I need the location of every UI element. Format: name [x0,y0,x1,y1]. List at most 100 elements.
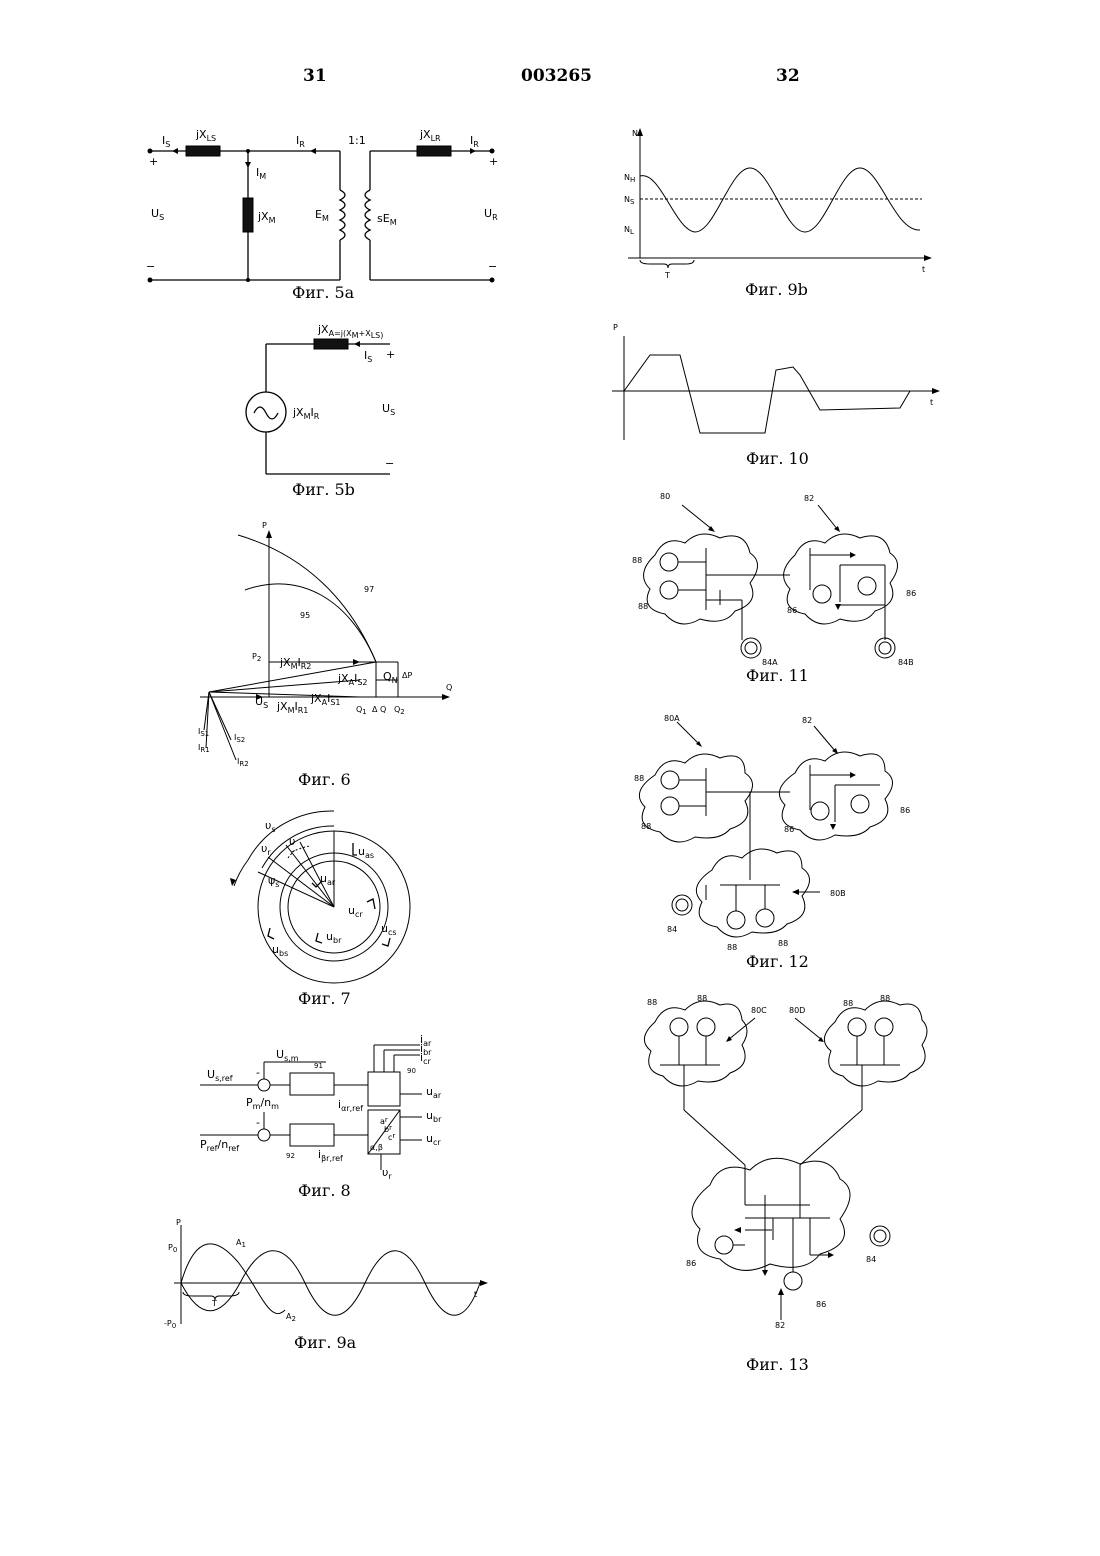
fig7-caption: Фиг. 7 [298,989,351,1008]
fig9a-caption: Фиг. 9a [294,1333,357,1352]
svg-text:NH: NH [624,173,635,184]
svg-text:jXLS: jXLS [195,128,216,143]
svg-text:uas: uas [358,845,374,860]
svg-text:Pm/nm: Pm/nm [246,1096,279,1111]
svg-text:IR: IR [296,134,305,149]
svg-text:NS: NS [624,195,635,206]
svg-text:jXAIS2: jXAIS2 [337,672,368,687]
svg-text:−: − [488,260,497,273]
svg-text:QN: QN [383,670,398,685]
svg-text:84B: 84B [898,658,914,667]
svg-text:+: + [149,155,158,168]
svg-text:Us,m: Us,m [276,1048,299,1063]
fig5a-circuit: IS jXLS IR 1:1 jXLR IR + + − − IM jXM EM… [146,128,498,302]
svg-text:υr: υr [382,1166,392,1181]
svg-text:82: 82 [804,494,814,503]
svg-text:P: P [176,1218,181,1227]
svg-text:91: 91 [314,1062,323,1070]
svg-text:P: P [262,521,267,530]
svg-text:jXLR: jXLR [419,128,441,143]
svg-text:−: − [146,260,155,273]
svg-text:sEM: sEM [377,212,397,227]
svg-text:uar: uar [426,1085,442,1100]
fig8-block-90 [368,1072,400,1106]
fig8-caption: Фиг. 8 [298,1181,351,1200]
svg-text:88: 88 [843,999,853,1008]
svg-text:t: t [930,398,933,407]
svg-text:t: t [474,1290,477,1299]
fig11-network: 80 82 88 88 86 86 84A 84B Фиг. 11 [632,492,916,685]
fig5a-jxlr-inductor [417,146,451,156]
svg-text:T: T [211,1299,217,1308]
fig11-caption: Фиг. 11 [746,666,809,685]
fig5a-is-arrow [172,148,178,154]
fig12-caption: Фиг. 12 [746,952,809,971]
fig6-curve-95 [245,584,376,662]
svg-text:86: 86 [816,1300,826,1309]
svg-text:80: 80 [660,492,670,501]
svg-text:-P0: -P0 [164,1319,176,1330]
svg-text:86: 86 [686,1259,696,1268]
fig10-caption: Фиг. 10 [746,449,809,468]
svg-text:+: + [489,155,498,168]
svg-text:T: T [664,271,670,280]
svg-text:NL: NL [624,225,634,236]
fig5a-primary-coil [340,190,345,240]
svg-text:86: 86 [906,589,916,598]
svg-text:IM: IM [256,166,266,181]
svg-text:IR1: IR1 [198,743,210,754]
svg-text:jXA=j(XM+XLS): jXA=j(XM+XLS) [317,323,383,340]
svg-text:IS: IS [162,134,170,149]
svg-text:cr: cr [388,1132,395,1142]
svg-text:Us,ref: Us,ref [207,1068,233,1083]
svg-text:82: 82 [775,1321,785,1330]
svg-text:88: 88 [634,774,644,783]
svg-text:UR: UR [484,207,498,222]
svg-text:ψs: ψs [268,874,279,889]
fig5a-secondary-coil [365,190,370,240]
svg-text:US: US [151,207,164,222]
fig8-block-diagram: Us,ref Us,m 91 90 iar ibr icr uar ubr uc… [200,1033,442,1200]
fig12-network: 80A 82 88 88 86 86 80B 84 88 88 Фиг. 12 [634,714,910,971]
svg-text:88: 88 [632,556,642,565]
fig5b-circuit: jXA=j(XM+XLS) IS + jXMIR US − Фиг. 5b [246,323,395,499]
svg-text:80D: 80D [789,1006,805,1015]
svg-text:IR2: IR2 [237,757,249,768]
svg-text:EM: EM [315,208,329,223]
svg-text:+: + [386,348,395,361]
svg-text:jXAIS1: jXAIS1 [310,692,341,707]
svg-text:ucr: ucr [426,1132,441,1147]
fig5a-caption: Фиг. 5a [292,283,355,302]
svg-text:ucs: ucs [381,922,397,937]
svg-text:86: 86 [784,825,794,834]
svg-text:88: 88 [641,822,651,831]
svg-text:α,β: α,β [370,1143,383,1152]
fig8-block-92 [290,1124,334,1146]
fig10-chart: P t Фиг. 10 [612,323,940,468]
svg-text:jXMIR: jXMIR [292,406,320,421]
svg-text:80C: 80C [751,1006,767,1015]
fig5b-caption: Фиг. 5b [292,480,355,499]
svg-text:97: 97 [364,585,374,594]
svg-text:88: 88 [880,994,890,1003]
svg-text:υ: υ [289,835,295,848]
svg-text:1:1: 1:1 [348,134,366,147]
svg-text:88: 88 [697,994,707,1003]
svg-text:Q1: Q1 [356,705,367,716]
svg-text:A1: A1 [236,1238,246,1249]
fig13-network: 88 88 80C 80D 88 88 86 84 86 82 Фиг. 13 [644,994,927,1374]
svg-text:iαr,ref: iαr,ref [338,1098,363,1113]
svg-text:-: - [256,1066,260,1079]
fig7-rotor-diagram: υs υr υ ψs uas uar ucr ubr ucs ubs Фиг. … [230,811,410,1008]
svg-text:P2: P2 [252,652,261,663]
svg-text:88: 88 [778,939,788,948]
svg-text:92: 92 [286,1152,295,1160]
svg-text:IS2: IS2 [234,733,245,744]
svg-text:80B: 80B [830,889,846,898]
svg-text:ubr: ubr [426,1109,442,1124]
svg-text:N: N [632,129,638,138]
svg-text:90: 90 [407,1067,416,1075]
svg-text:86: 86 [787,606,797,615]
svg-text:Δ Q: Δ Q [372,705,386,714]
